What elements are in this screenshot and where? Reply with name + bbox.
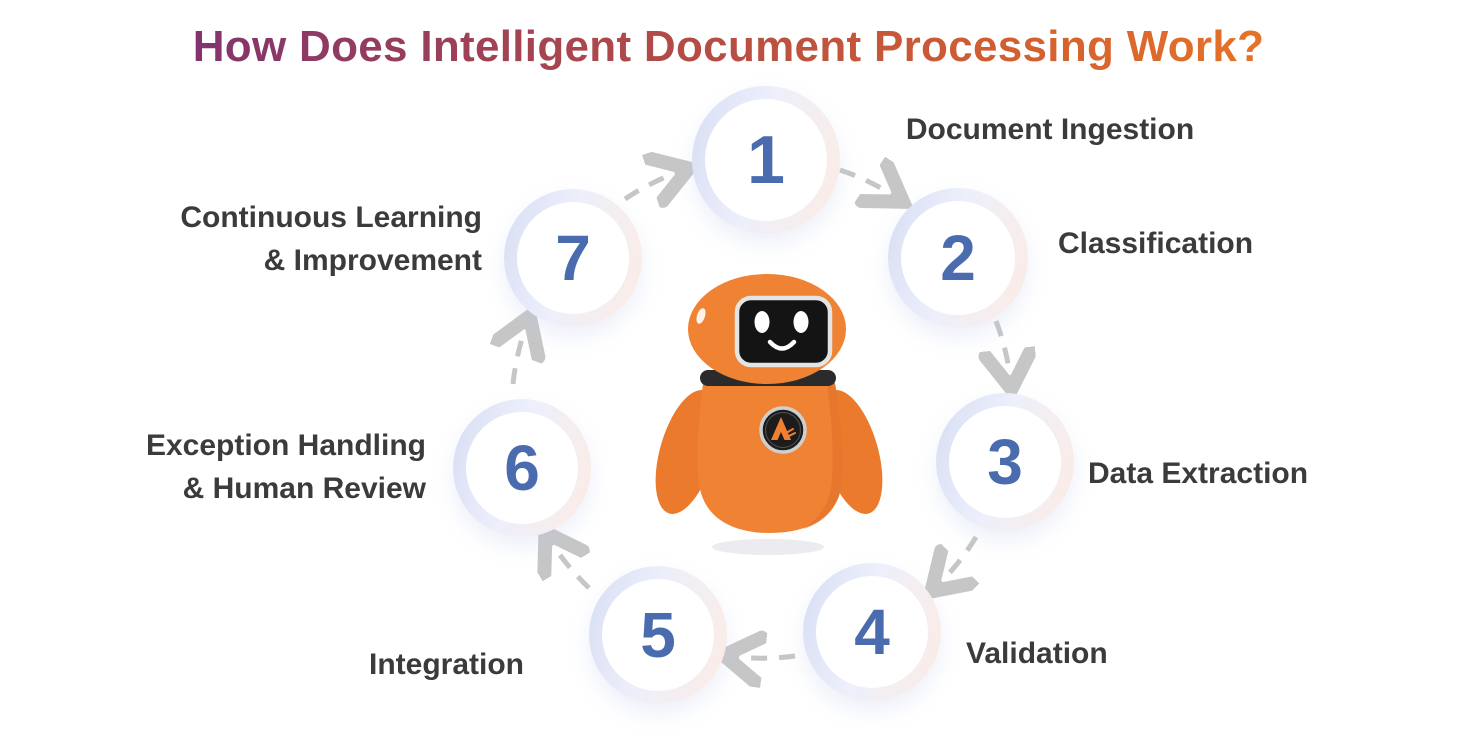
step-label-validation: Validation [966,637,1108,670]
step-circle-3: 3 [936,393,1074,531]
step-number-7: 7 [555,222,591,294]
step-number-1: 1 [747,122,785,198]
robot-face-screen [734,295,833,368]
brand-a-logo-icon [771,417,796,440]
step-number-6: 6 [504,432,540,504]
step-label-document-ingestion: Document Ingestion [905,113,1195,146]
chest-badge-inner-ring [764,411,802,449]
robot-head-highlight [696,308,706,324]
robot-body-shade [803,383,844,529]
step-label-integration: Integration [369,648,524,681]
step-label-classification: Classification [1058,227,1254,260]
page-title: How Does Intelligent Document Processing… [0,22,1457,72]
step-number-5: 5 [640,599,676,671]
step-circle-2: 2 [888,188,1028,328]
step-label-data-extraction: Data Extraction [1088,457,1309,490]
step-circle-7: 7 [504,189,642,327]
step-circle-6: 6 [453,399,591,537]
robot-eye-right [793,311,809,333]
step-circle-5: 5 [589,566,727,704]
step-circle-4: 4 [803,563,941,701]
step-number-2: 2 [940,222,976,294]
step-number-4: 4 [854,596,890,668]
robot-smile [767,339,797,351]
step-number-3: 3 [987,426,1023,498]
robot-body [697,383,844,533]
step-circle-1: 1 [692,86,840,234]
step-label-exception-handling: Exception Handling & Human Review [145,429,426,505]
robot-eye-left [754,311,770,333]
robot-shadow [712,539,824,555]
step-label-continuous-learning: Continuous Learning & Improvement [180,201,482,277]
